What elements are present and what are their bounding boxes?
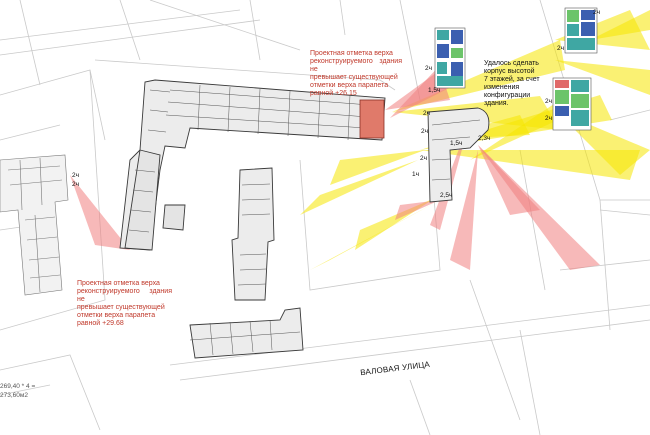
hour-label: 1,5ч xyxy=(450,140,463,147)
hour-label: 2ч xyxy=(420,155,428,162)
hour-label: 2,5ч xyxy=(440,192,453,199)
hour-label: 2ч xyxy=(593,9,601,16)
hour-label: 2ч xyxy=(72,181,80,188)
apartment-plan-right xyxy=(552,77,592,131)
area-calc-line2: 273,60м2 xyxy=(0,392,28,399)
hour-label: 2ч xyxy=(545,115,553,122)
hour-label: 2ч xyxy=(72,172,80,179)
sunlight-sectors xyxy=(270,10,650,270)
west-existing-building xyxy=(0,154,69,296)
hour-label: 2ч xyxy=(421,128,429,135)
shadow-sectors xyxy=(70,60,600,270)
apartment-plan-upper-right xyxy=(564,7,598,54)
apartment-plan-top xyxy=(434,27,466,89)
main-building-plan xyxy=(119,79,386,251)
area-calc-line1: 269,40 * 4 = xyxy=(0,383,36,390)
hour-label: 2ч xyxy=(557,45,565,52)
hour-label: 2ч xyxy=(545,98,553,105)
south-building-plan xyxy=(189,307,304,359)
note-building-height: Удалось сделать корпус высотой 7 этажей,… xyxy=(484,60,540,107)
new-building-plan xyxy=(427,107,490,203)
hour-label: 2ч xyxy=(423,110,431,117)
hour-label: 1,5ч xyxy=(428,87,441,94)
note-west-parapet: Проектная отметка верха реконструируемог… xyxy=(77,280,172,327)
reconstruction-block xyxy=(359,99,385,139)
central-building-plan xyxy=(231,167,275,301)
note-east-parapet: Проектная отметка верха реконструируемог… xyxy=(310,50,402,97)
hour-label: 1ч xyxy=(412,171,420,178)
hour-label: 2ч xyxy=(425,65,433,72)
hour-label: 2,3ч xyxy=(478,135,491,142)
